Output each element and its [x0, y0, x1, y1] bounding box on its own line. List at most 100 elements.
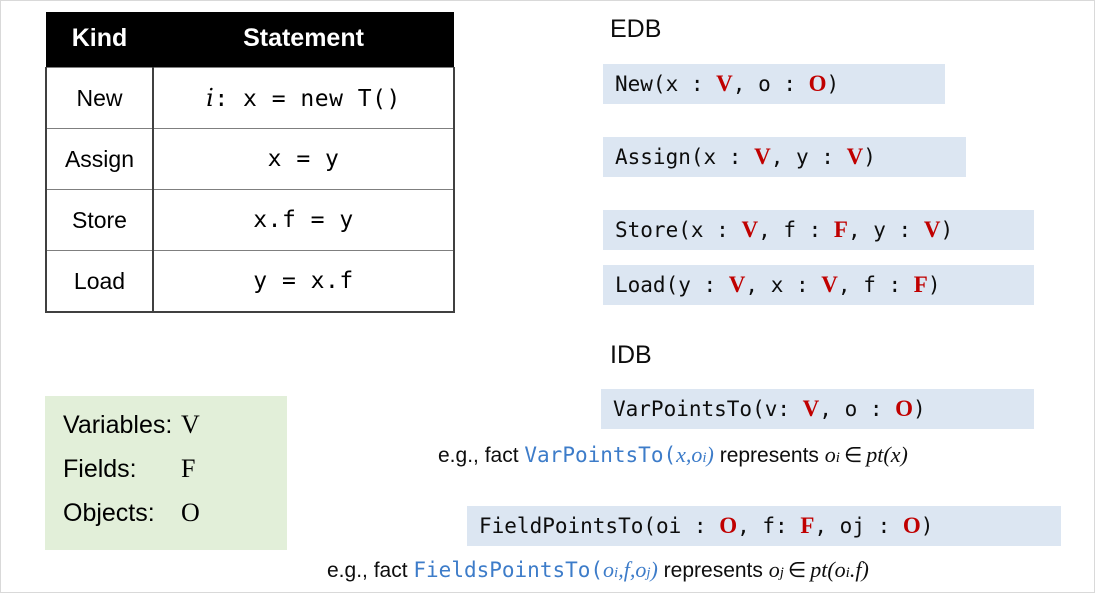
example-set-close: ): [861, 557, 869, 582]
set-membership-icon: ∈: [787, 558, 807, 582]
example-arg2: o: [691, 442, 703, 467]
type-token-v: V: [754, 144, 771, 169]
example-arg-mid: f: [623, 557, 630, 582]
type-token-o: O: [902, 513, 921, 538]
fact-text: ): [863, 145, 876, 169]
legend-label-fields: Fields:: [63, 455, 137, 483]
cell-kind: Store: [45, 189, 154, 251]
type-token-v: V: [923, 217, 941, 242]
table-row: Assign x = y: [45, 128, 455, 190]
fact-text: ): [940, 218, 954, 242]
fact-text: ): [927, 273, 941, 297]
example-arg1: o: [603, 557, 615, 582]
statement-table: Kind Statement New i: x = new T() Assign…: [45, 12, 455, 313]
example-set-arg: x: [890, 442, 901, 467]
cell-statement: y = x.f: [152, 250, 455, 313]
idb-fact-fieldpointsto: FieldPointsTo(oi : O, f: F, oj : O): [467, 506, 1061, 546]
example-arg2-subscript: j: [646, 565, 651, 581]
set-membership-icon: ∈: [843, 443, 863, 467]
legend-symbol-objects: O: [181, 498, 200, 527]
example-set-close: ): [900, 442, 908, 467]
fact-text: , f:: [737, 514, 801, 538]
cell-kind: New: [45, 67, 154, 129]
fact-text: , x :: [745, 273, 822, 297]
example-set-arg: o: [834, 557, 846, 582]
legend-symbol-variables: V: [181, 410, 200, 439]
example-arg2-subscript: i: [702, 450, 707, 466]
fact-text: , o :: [819, 397, 896, 421]
edb-fact-store: Store(x : V, f : F, y : V): [603, 210, 1034, 250]
example-element: o: [824, 442, 836, 467]
type-token-v: V: [821, 272, 838, 297]
cell-statement: i: x = new T(): [152, 67, 455, 129]
fact-text: FieldPointsTo(oi :: [479, 514, 720, 538]
fact-text: , f :: [837, 273, 914, 297]
example-set-arg2: f: [855, 557, 862, 582]
fact-text: Load(y :: [615, 273, 729, 297]
example-element-subscript: i: [835, 450, 840, 466]
example-comma: ,: [685, 442, 692, 467]
type-token-f: F: [833, 217, 848, 242]
legend-row-objects: Objects: O: [63, 498, 287, 542]
example-predicate: VarPointsTo(: [524, 443, 677, 467]
fact-text: VarPointsTo(v:: [613, 397, 803, 421]
table-header-row: Kind Statement: [46, 12, 454, 68]
table-row: Load y = x.f: [45, 250, 455, 313]
fact-text: , y :: [847, 218, 924, 242]
type-token-f: F: [800, 513, 815, 538]
legend-label-variables: Variables:: [63, 411, 173, 439]
example-arg1: x: [676, 442, 686, 467]
section-heading-idb: IDB: [610, 341, 652, 369]
statement-text: : x = new T(): [214, 86, 401, 112]
fact-text: , f :: [758, 218, 834, 242]
domain-legend-box: Variables: V Fields: F Objects: O: [45, 396, 287, 550]
section-heading-edb: EDB: [610, 15, 662, 43]
example-set-arg-subscript: i: [845, 565, 850, 581]
edb-fact-load: Load(y : V, x : V, f : F): [603, 265, 1034, 305]
type-token-o: O: [808, 71, 827, 96]
example-element: o: [768, 557, 780, 582]
example-prefix: e.g., fact: [327, 559, 414, 582]
fact-text: ): [826, 72, 840, 96]
legend-symbol-fields: F: [181, 454, 196, 483]
idb-fact-varpointsto: VarPointsTo(v: V, o : O): [601, 389, 1034, 429]
cell-statement: x.f = y: [152, 189, 455, 251]
type-token-o: O: [895, 396, 914, 421]
edb-fact-assign: Assign(x : V, y : V): [603, 137, 966, 177]
table-row: New i: x = new T(): [45, 67, 455, 129]
type-token-o: O: [719, 513, 738, 538]
cell-kind: Load: [45, 250, 154, 313]
example-close-paren: ): [706, 442, 714, 467]
example-middle-text: represents: [657, 559, 769, 582]
fact-text: New(x :: [615, 72, 717, 96]
legend-row-variables: Variables: V: [63, 410, 287, 454]
type-token-v: V: [716, 71, 733, 96]
type-token-v: V: [846, 144, 864, 169]
type-token-v: V: [741, 217, 759, 242]
example-arg2: o: [635, 557, 647, 582]
example-set-dot: .: [849, 557, 856, 582]
example-middle-text: represents: [713, 444, 825, 467]
fact-text: ): [920, 514, 934, 538]
type-token-v: V: [728, 272, 746, 297]
legend-row-fields: Fields: F: [63, 454, 287, 498]
type-token-f: F: [913, 272, 928, 297]
example-element-subscript: j: [779, 565, 784, 581]
fact-text: Store(x :: [615, 218, 742, 242]
example-arg1-subscript: i: [614, 565, 619, 581]
example-comma: ,: [618, 557, 624, 582]
fact-text: ): [913, 397, 926, 421]
cell-statement: x = y: [152, 128, 455, 190]
example-predicate: FieldsPointsTo(: [413, 558, 604, 582]
instruction-label: i: [206, 84, 215, 112]
example-prefix: e.g., fact: [438, 444, 525, 467]
fact-text: Assign(x :: [615, 145, 755, 169]
fact-text: , y :: [770, 145, 847, 169]
column-header-kind: Kind: [46, 12, 153, 68]
fact-text: , oj :: [814, 514, 903, 538]
type-token-v: V: [802, 396, 820, 421]
legend-label-objects: Objects:: [63, 499, 155, 527]
